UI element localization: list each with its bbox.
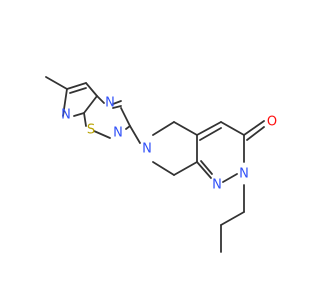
bond	[120, 107, 131, 127]
bond	[243, 120, 265, 136]
bond	[129, 125, 141, 144]
atom-label-nitrogen: N	[105, 96, 115, 111]
bond	[96, 95, 105, 104]
bond	[85, 82, 98, 97]
bond	[62, 88, 68, 117]
bond	[66, 82, 87, 90]
bond	[152, 161, 175, 176]
bond	[93, 130, 111, 139]
bond	[196, 161, 212, 179]
bond	[73, 112, 85, 117]
bond	[246, 126, 265, 141]
bond	[173, 121, 198, 136]
bond	[220, 121, 245, 136]
atom-label-nitrogen: N	[61, 108, 71, 123]
bond	[152, 121, 175, 136]
molecule-diagram: N N S N N O N N	[45, 76, 277, 253]
atom-label-nitrogen: N	[113, 126, 123, 141]
atom-label-nitrogen: N	[142, 142, 152, 157]
bond	[173, 161, 198, 176]
bond	[112, 100, 122, 105]
bond	[69, 87, 87, 94]
atom-label-nitrogen: N	[239, 167, 249, 182]
bond	[199, 127, 222, 141]
molecule-structure: N N S N N O N N	[45, 76, 277, 253]
bond	[222, 173, 238, 183]
bond	[83, 95, 98, 114]
bond	[196, 121, 222, 136]
atom-label-sulfur: S	[87, 123, 95, 138]
atom-label-oxygen: O	[267, 115, 277, 130]
bond	[45, 76, 68, 90]
atom-label-nitrogen: N	[212, 178, 222, 193]
bond-lines	[45, 76, 265, 253]
bond	[220, 211, 245, 226]
atom-labels: N N S N N O N N	[61, 96, 277, 193]
bond	[200, 160, 213, 175]
bond	[83, 112, 87, 127]
bond	[112, 105, 122, 109]
